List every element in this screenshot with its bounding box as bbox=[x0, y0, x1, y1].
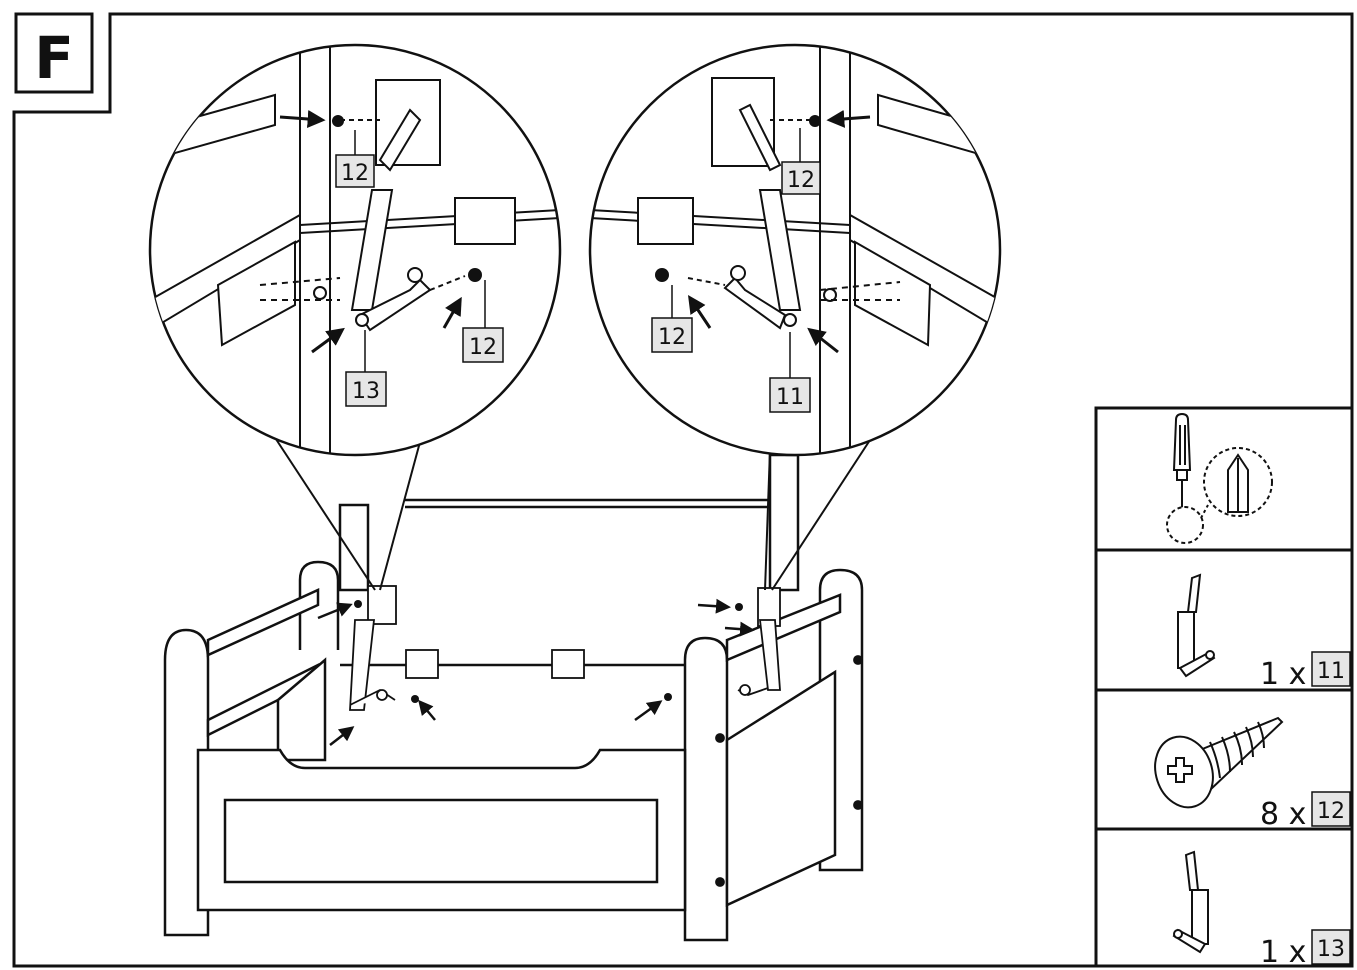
bed-frame bbox=[163, 453, 864, 942]
parts-number-13: 13 bbox=[1317, 937, 1345, 962]
bed-hardware bbox=[349, 585, 863, 887]
callout-right-11-label: 11 bbox=[776, 385, 804, 410]
callout-right-12b-label: 12 bbox=[658, 325, 686, 350]
phillips-screwdriver-icon bbox=[1166, 412, 1273, 544]
step-badge: F bbox=[14, 12, 94, 94]
parts-row-12: 8 x 12 bbox=[1154, 716, 1351, 832]
callout-right-12b: 12 bbox=[651, 317, 693, 353]
callout-right-12a-label: 12 bbox=[787, 168, 815, 193]
parts-row-13: 1 x 13 bbox=[1172, 850, 1351, 970]
parts-qty-13: 1 x bbox=[1260, 935, 1306, 970]
step-letter: F bbox=[34, 24, 74, 92]
bed-screws bbox=[354, 600, 743, 703]
parts-number-11: 11 bbox=[1317, 659, 1345, 684]
callout-left-12a-label: 12 bbox=[341, 161, 369, 186]
lid-stay-right-icon bbox=[1177, 573, 1216, 678]
page-frame bbox=[12, 12, 1354, 968]
callout-left-13: 13 bbox=[345, 371, 387, 407]
callout-left-12a: 12 bbox=[335, 154, 375, 188]
detail-left: 12 12 13 bbox=[148, 43, 562, 457]
callout-left-12b-label: 12 bbox=[469, 335, 497, 360]
parts-row-11: 1 x 11 bbox=[1177, 573, 1351, 692]
screw-icon bbox=[1154, 716, 1284, 809]
lid-stay-left-icon bbox=[1172, 850, 1209, 954]
parts-number-12: 12 bbox=[1317, 799, 1345, 824]
zoom-cones bbox=[269, 429, 871, 591]
parts-panel: 1 x 11 8 x 12 bbox=[1094, 406, 1354, 970]
detail-right: 12 12 11 bbox=[588, 43, 1002, 457]
callout-right-11: 11 bbox=[769, 377, 811, 413]
callout-left-13-label: 13 bbox=[352, 379, 380, 404]
parts-qty-11: 1 x bbox=[1260, 657, 1306, 692]
callout-left-12b: 12 bbox=[462, 327, 504, 363]
bed-arrows bbox=[317, 598, 755, 746]
callout-right-12a: 12 bbox=[781, 161, 821, 195]
parts-qty-12: 8 x bbox=[1260, 797, 1306, 832]
